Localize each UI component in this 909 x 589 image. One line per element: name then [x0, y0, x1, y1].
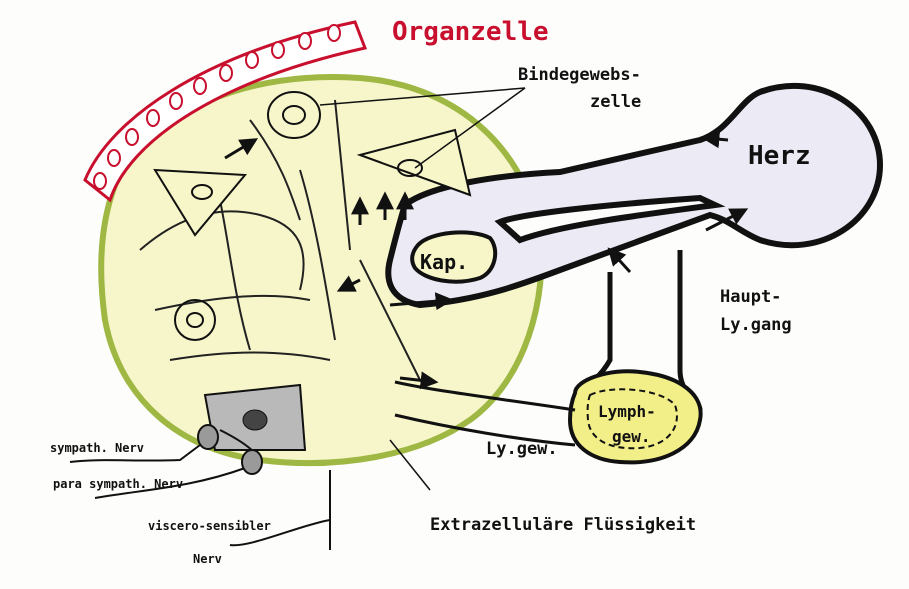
- label-kapillare: Kap.: [420, 250, 468, 274]
- label-ly-gew: Ly.gew.: [486, 439, 558, 459]
- label-lymph-2: gew.: [612, 427, 651, 446]
- label-sympath-nerv: sympath. Nerv: [50, 441, 144, 455]
- label-extrazellulaere-fluessigkeit: Extrazelluläre Flüssigkeit: [430, 515, 696, 535]
- label-bindegewebszelle-2: zelle: [590, 92, 641, 112]
- label-herz: Herz: [748, 141, 811, 171]
- label-viscero-2: Nerv: [193, 552, 222, 566]
- label-lymph-1: Lymph-: [598, 402, 656, 421]
- diagram-title: Organzelle: [392, 17, 549, 47]
- label-viscero-1: viscero-sensibler: [148, 519, 271, 533]
- label-parasympath-nerv: para sympath. Nerv: [53, 477, 183, 491]
- label-bindegewebszelle-1: Bindegewebs-: [518, 65, 641, 85]
- label-haupt-2: Ly.gang: [720, 315, 792, 335]
- label-haupt-1: Haupt-: [720, 287, 781, 307]
